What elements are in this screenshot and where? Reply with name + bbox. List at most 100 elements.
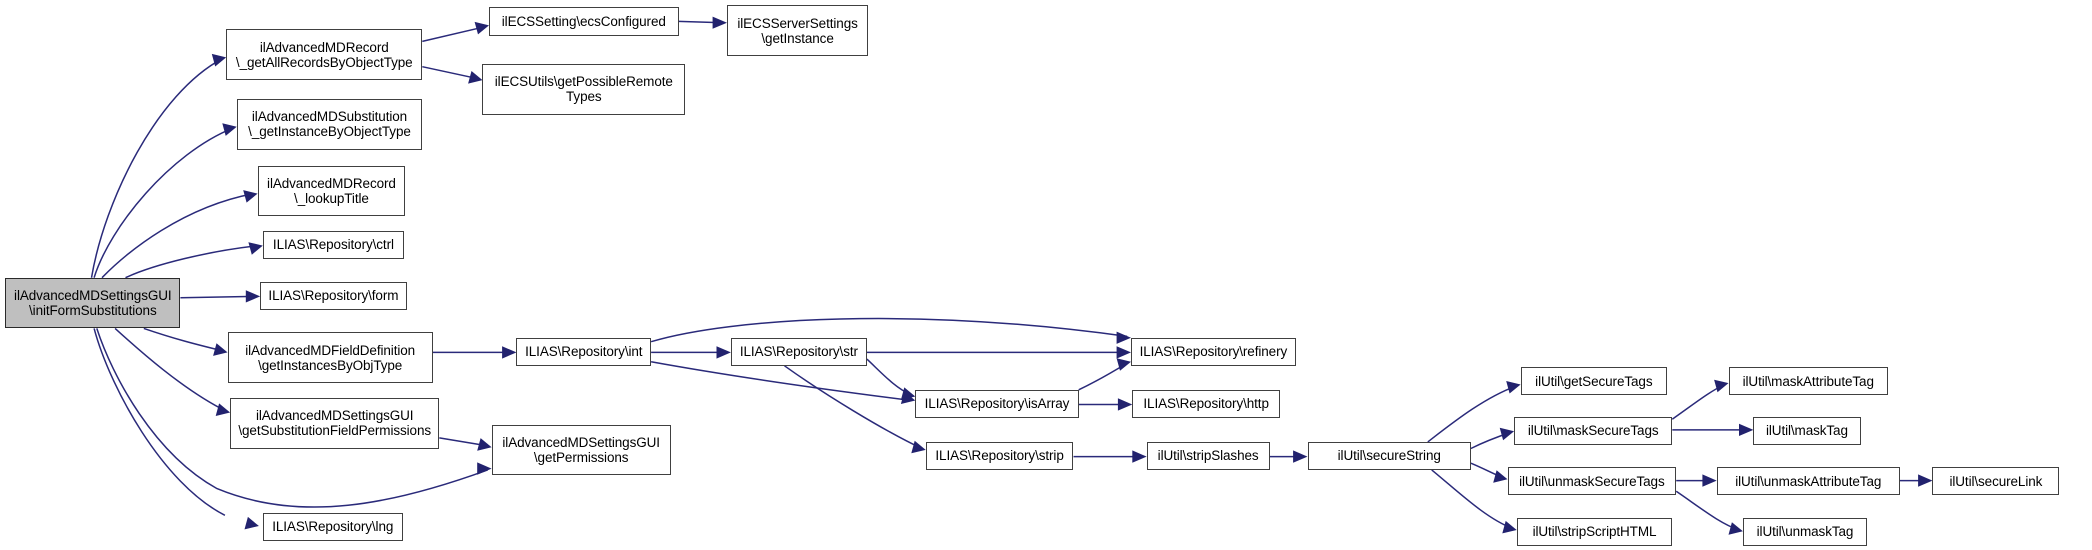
graph-node-int[interactable]: ILIAS\Repository\int xyxy=(516,337,652,366)
node-label-line: ilUtil\secureString xyxy=(1337,448,1441,464)
node-label-line: ilAdvancedMDSubstitution xyxy=(251,109,408,125)
graph-node-unmaskTag[interactable]: ilUtil\unmaskTag xyxy=(1742,517,1868,546)
edge-arrowhead xyxy=(911,440,926,454)
node-label-line: ILIAS\Repository\isArray xyxy=(924,396,1070,412)
edge-root-to-form xyxy=(180,290,261,303)
node-label-line: ilAdvancedMDFieldDefinition xyxy=(245,342,416,358)
edge-arrowhead xyxy=(1293,450,1308,463)
graph-node-ctrl[interactable]: ILIAS\Repository\ctrl xyxy=(262,230,404,259)
edge-secureString-to-unmaskSecureTags xyxy=(1470,462,1508,483)
graph-node-substitution[interactable]: ilAdvancedMDSubstitution\_getInstanceByO… xyxy=(236,98,423,150)
graph-node-serverSettings[interactable]: ilECSServerSettings\getInstance xyxy=(726,5,869,57)
graph-node-strip[interactable]: ILIAS\Repository\strip xyxy=(925,441,1074,470)
node-label-line: \_getAllRecordsByObjectType xyxy=(235,54,413,70)
node-label-line: ilUtil\unmaskAttributeTag xyxy=(1735,473,1882,489)
graph-node-http[interactable]: ILIAS\Repository\http xyxy=(1132,389,1281,418)
edge-arrowhead xyxy=(244,516,259,530)
node-label-line: ilUtil\maskAttributeTag xyxy=(1742,373,1874,389)
node-label-line: ilECSSetting\ecsConfigured xyxy=(501,13,666,29)
node-label-line: \getSubstitutionFieldPermissions xyxy=(238,423,432,439)
edge-arrowhead xyxy=(477,462,492,475)
graph-node-unmaskAttrTag[interactable]: ilUtil\unmaskAttributeTag xyxy=(1716,467,1900,496)
node-label-line: ILIAS\Repository\form xyxy=(268,288,399,304)
node-label-line: ILIAS\Repository\strip xyxy=(935,448,1064,464)
edge-unmaskAttrTag-to-secureLink xyxy=(1899,474,1933,487)
graph-node-isArray[interactable]: ILIAS\Repository\isArray xyxy=(915,389,1079,418)
edge-arrowhead xyxy=(1506,381,1521,394)
graph-node-maskTag[interactable]: ilUtil\maskTag xyxy=(1753,416,1861,445)
edge-int-to-str xyxy=(651,346,731,359)
edge-arrowhead xyxy=(1132,450,1147,463)
graph-node-ecsConfigured[interactable]: ilECSSetting\ecsConfigured xyxy=(489,6,679,37)
graph-node-refinery[interactable]: ILIAS\Repository\refinery xyxy=(1130,337,1296,366)
node-label-line: ilUtil\getSecureTags xyxy=(1535,373,1653,389)
edge-arrowhead xyxy=(1499,427,1515,441)
node-label-line: \getInstance xyxy=(761,30,834,46)
edge-arrowhead xyxy=(245,290,261,303)
graph-node-getSecureTags[interactable]: ilUtil\getSecureTags xyxy=(1520,367,1668,396)
node-label-line: ILIAS\Repository\refinery xyxy=(1139,344,1288,360)
edge-str-to-isArray xyxy=(866,358,916,400)
edge-arrowhead xyxy=(243,190,258,203)
edge-arrowhead xyxy=(474,21,489,35)
edge-arrowhead xyxy=(468,71,483,84)
graph-node-maskSecureTags[interactable]: ilUtil\maskSecureTags xyxy=(1514,416,1673,445)
graph-node-form[interactable]: ILIAS\Repository\form xyxy=(260,281,407,310)
node-label-line: ilUtil\unmaskSecureTags xyxy=(1519,473,1665,489)
edge-strip-to-stripSlashes xyxy=(1073,450,1147,463)
node-label-line: ilUtil\secureLink xyxy=(1949,473,2043,489)
node-label-line: \_lookupTitle xyxy=(294,190,369,206)
node-label-line: ILIAS\Repository\http xyxy=(1143,396,1269,412)
edge-root-to-fieldDef xyxy=(143,327,228,356)
graph-node-fieldDef[interactable]: ilAdvancedMDFieldDefinition\getInstances… xyxy=(227,332,433,384)
graph-node-lng[interactable]: ILIAS\Repository\lng xyxy=(262,512,403,541)
edge-root-to-getAllRecords xyxy=(90,53,227,278)
node-label-line: ilECSUtils\getPossibleRemote xyxy=(494,74,673,90)
edge-ecsConfigured-to-serverSettings xyxy=(678,16,727,29)
edge-maskSecureTags-to-maskAttributeTag xyxy=(1671,379,1729,420)
graph-node-str[interactable]: ILIAS\Repository\str xyxy=(730,337,867,366)
edge-arrowhead xyxy=(716,346,731,359)
node-label-line: ilAdvancedMDSettingsGUI xyxy=(255,408,414,424)
edge-secureString-to-stripScriptHTML xyxy=(1431,469,1517,534)
graph-node-subsFieldPerms[interactable]: ilAdvancedMDSettingsGUI\getSubstitutionF… xyxy=(230,397,440,449)
edge-unmaskSecureTags-to-unmaskTag xyxy=(1675,490,1743,535)
edge-root-to-substitution xyxy=(93,123,237,278)
node-label-line: ilUtil\stripSlashes xyxy=(1157,448,1259,464)
edge-int-to-refinery xyxy=(650,317,1131,344)
edge-arrowhead xyxy=(1493,470,1508,483)
graph-node-unmaskSecureTags[interactable]: ilUtil\unmaskSecureTags xyxy=(1507,467,1677,496)
edge-str-to-refinery xyxy=(866,346,1131,359)
graph-node-getPermissions[interactable]: ilAdvancedMDSettingsGUI\getPermissions xyxy=(491,424,671,476)
edge-arrowhead xyxy=(1117,398,1133,411)
edge-secureString-to-getSecureTags xyxy=(1427,381,1521,443)
graph-node-stripScriptHTML[interactable]: ilUtil\stripScriptHTML xyxy=(1516,517,1673,546)
graph-node-stripSlashes[interactable]: ilUtil\stripSlashes xyxy=(1146,441,1270,470)
node-label-line: ilAdvancedMDSettingsGUI xyxy=(14,288,172,304)
edge-unmaskSecureTags-to-unmaskAttrTag xyxy=(1676,474,1717,487)
edge-arrowhead xyxy=(900,391,916,404)
graph-node-getAllRecords[interactable]: ilAdvancedMDRecord\_getAllRecordsByObjec… xyxy=(226,29,423,81)
node-label-line: \_getInstanceByObjectType xyxy=(248,124,411,140)
edge-arrowhead xyxy=(1116,331,1131,344)
node-label-line: ilUtil\maskSecureTags xyxy=(1527,423,1659,439)
edge-subsFieldPerms-to-getPermissions xyxy=(439,437,492,451)
node-label-line: \getPermissions xyxy=(533,449,629,465)
node-label-line: ilUtil\maskTag xyxy=(1766,423,1848,439)
edge-arrowhead xyxy=(502,346,517,359)
edge-root-to-subsFieldPerms xyxy=(114,327,231,416)
edge-maskSecureTags-to-maskTag xyxy=(1672,423,1754,436)
graph-node-maskAttributeTag[interactable]: ilUtil\maskAttributeTag xyxy=(1728,367,1888,396)
node-label-line: ILIAS\Repository\int xyxy=(525,344,643,360)
edge-fieldDef-to-int xyxy=(432,346,517,359)
node-label-line: ILIAS\Repository\str xyxy=(739,344,858,360)
graph-node-secureString[interactable]: ilUtil\secureString xyxy=(1307,441,1471,470)
graph-node-root[interactable]: ilAdvancedMDSettingsGUI\initFormSubstitu… xyxy=(5,277,181,329)
graph-node-lookupTitle[interactable]: ilAdvancedMDRecord\_lookupTitle xyxy=(257,165,406,217)
edge-arrowhead xyxy=(1714,379,1729,393)
edge-int-to-isArray xyxy=(650,361,916,404)
edge-arrowhead xyxy=(900,387,916,400)
graph-node-secureLink[interactable]: ilUtil\secureLink xyxy=(1932,467,2060,496)
node-label-line: ilAdvancedMDSettingsGUI xyxy=(502,434,660,450)
